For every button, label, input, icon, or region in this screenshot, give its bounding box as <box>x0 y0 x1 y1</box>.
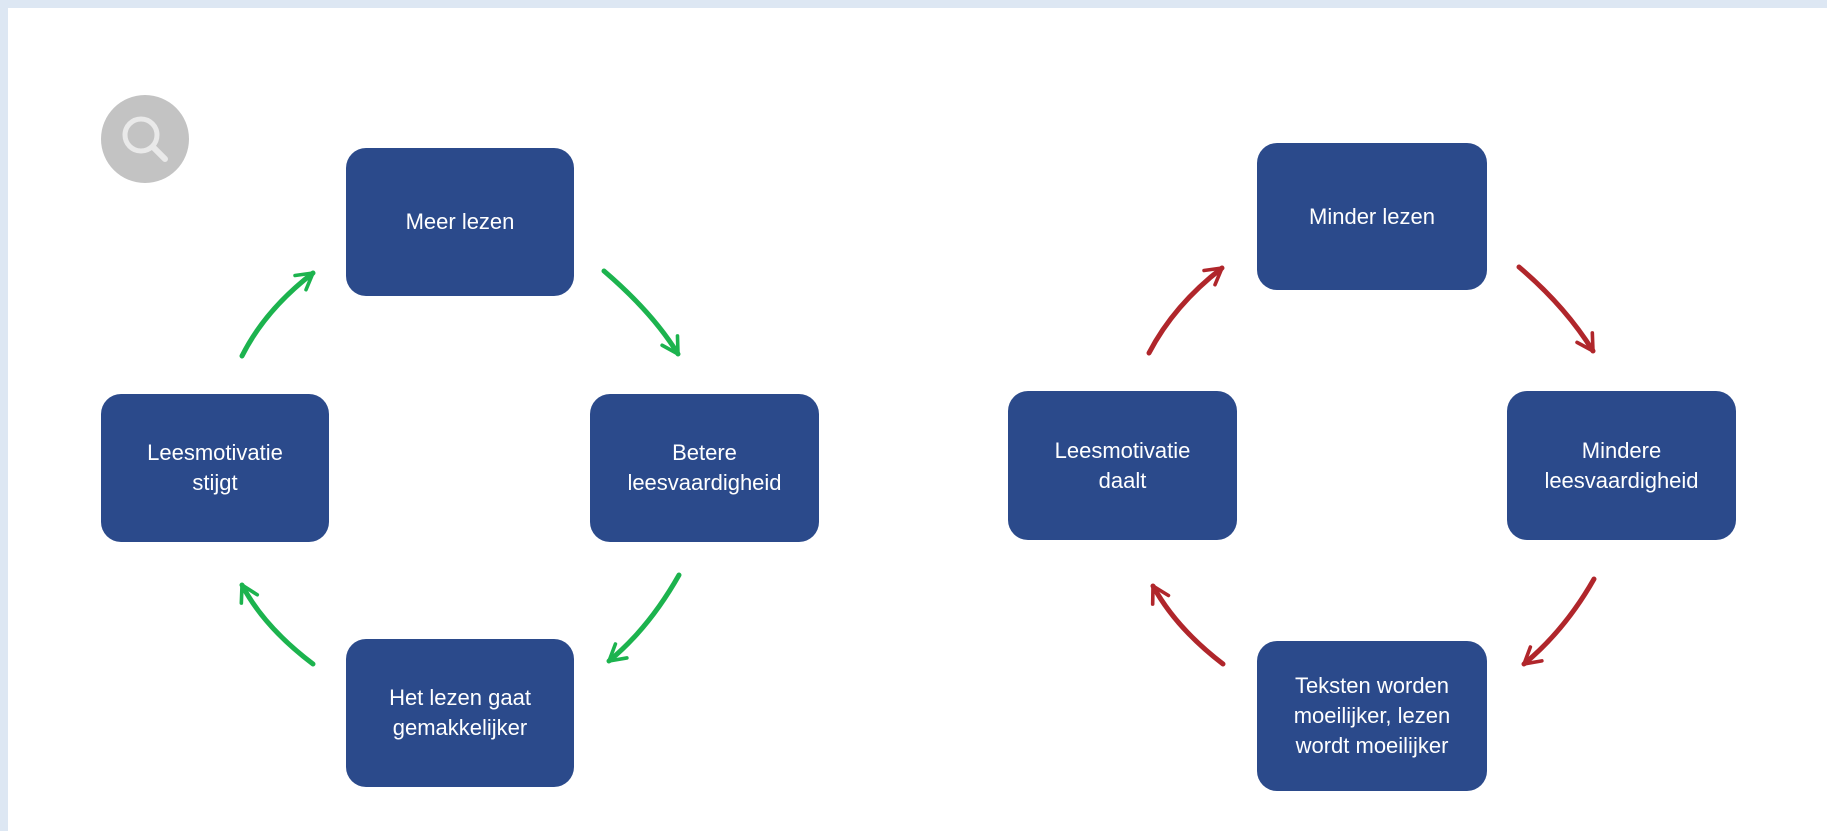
arrow-minder-lezen-to-mindere <box>1516 264 1596 354</box>
arrow-leesmotivatie-to-meer-lezen <box>239 270 316 359</box>
magnifier-icon <box>122 116 168 162</box>
box-teksten-worden-moeilijker: Teksten worden moeilijker, lezen wordt m… <box>1257 641 1487 791</box>
arrow-het-lezen-to-leesmotivatie <box>239 582 316 667</box>
arrow-meer-lezen-to-betere <box>601 268 681 357</box>
box-leesmotivatie-stijgt: Leesmotivatie stijgt <box>101 394 329 542</box>
arrow-leesmotivatie-to-minder-lezen <box>1146 265 1225 356</box>
box-leesmotivatie-daalt: Leesmotivatie daalt <box>1008 391 1237 540</box>
box-minder-lezen: Minder lezen <box>1257 143 1487 290</box>
arrow-betere-to-het-lezen <box>606 572 682 664</box>
box-mindere-leesvaardigheid: Mindere leesvaardigheid <box>1507 391 1736 540</box>
zoom-button[interactable] <box>101 95 189 183</box>
box-betere-leesvaardigheid: Betere leesvaardigheid <box>590 394 819 542</box>
arrow-mindere-to-teksten <box>1521 576 1597 667</box>
arrow-teksten-to-leesmotivatie <box>1150 583 1226 667</box>
box-meer-lezen: Meer lezen <box>346 148 574 296</box>
box-het-lezen-gaat-gemakkelijker: Het lezen gaat gemakkelijker <box>346 639 574 787</box>
